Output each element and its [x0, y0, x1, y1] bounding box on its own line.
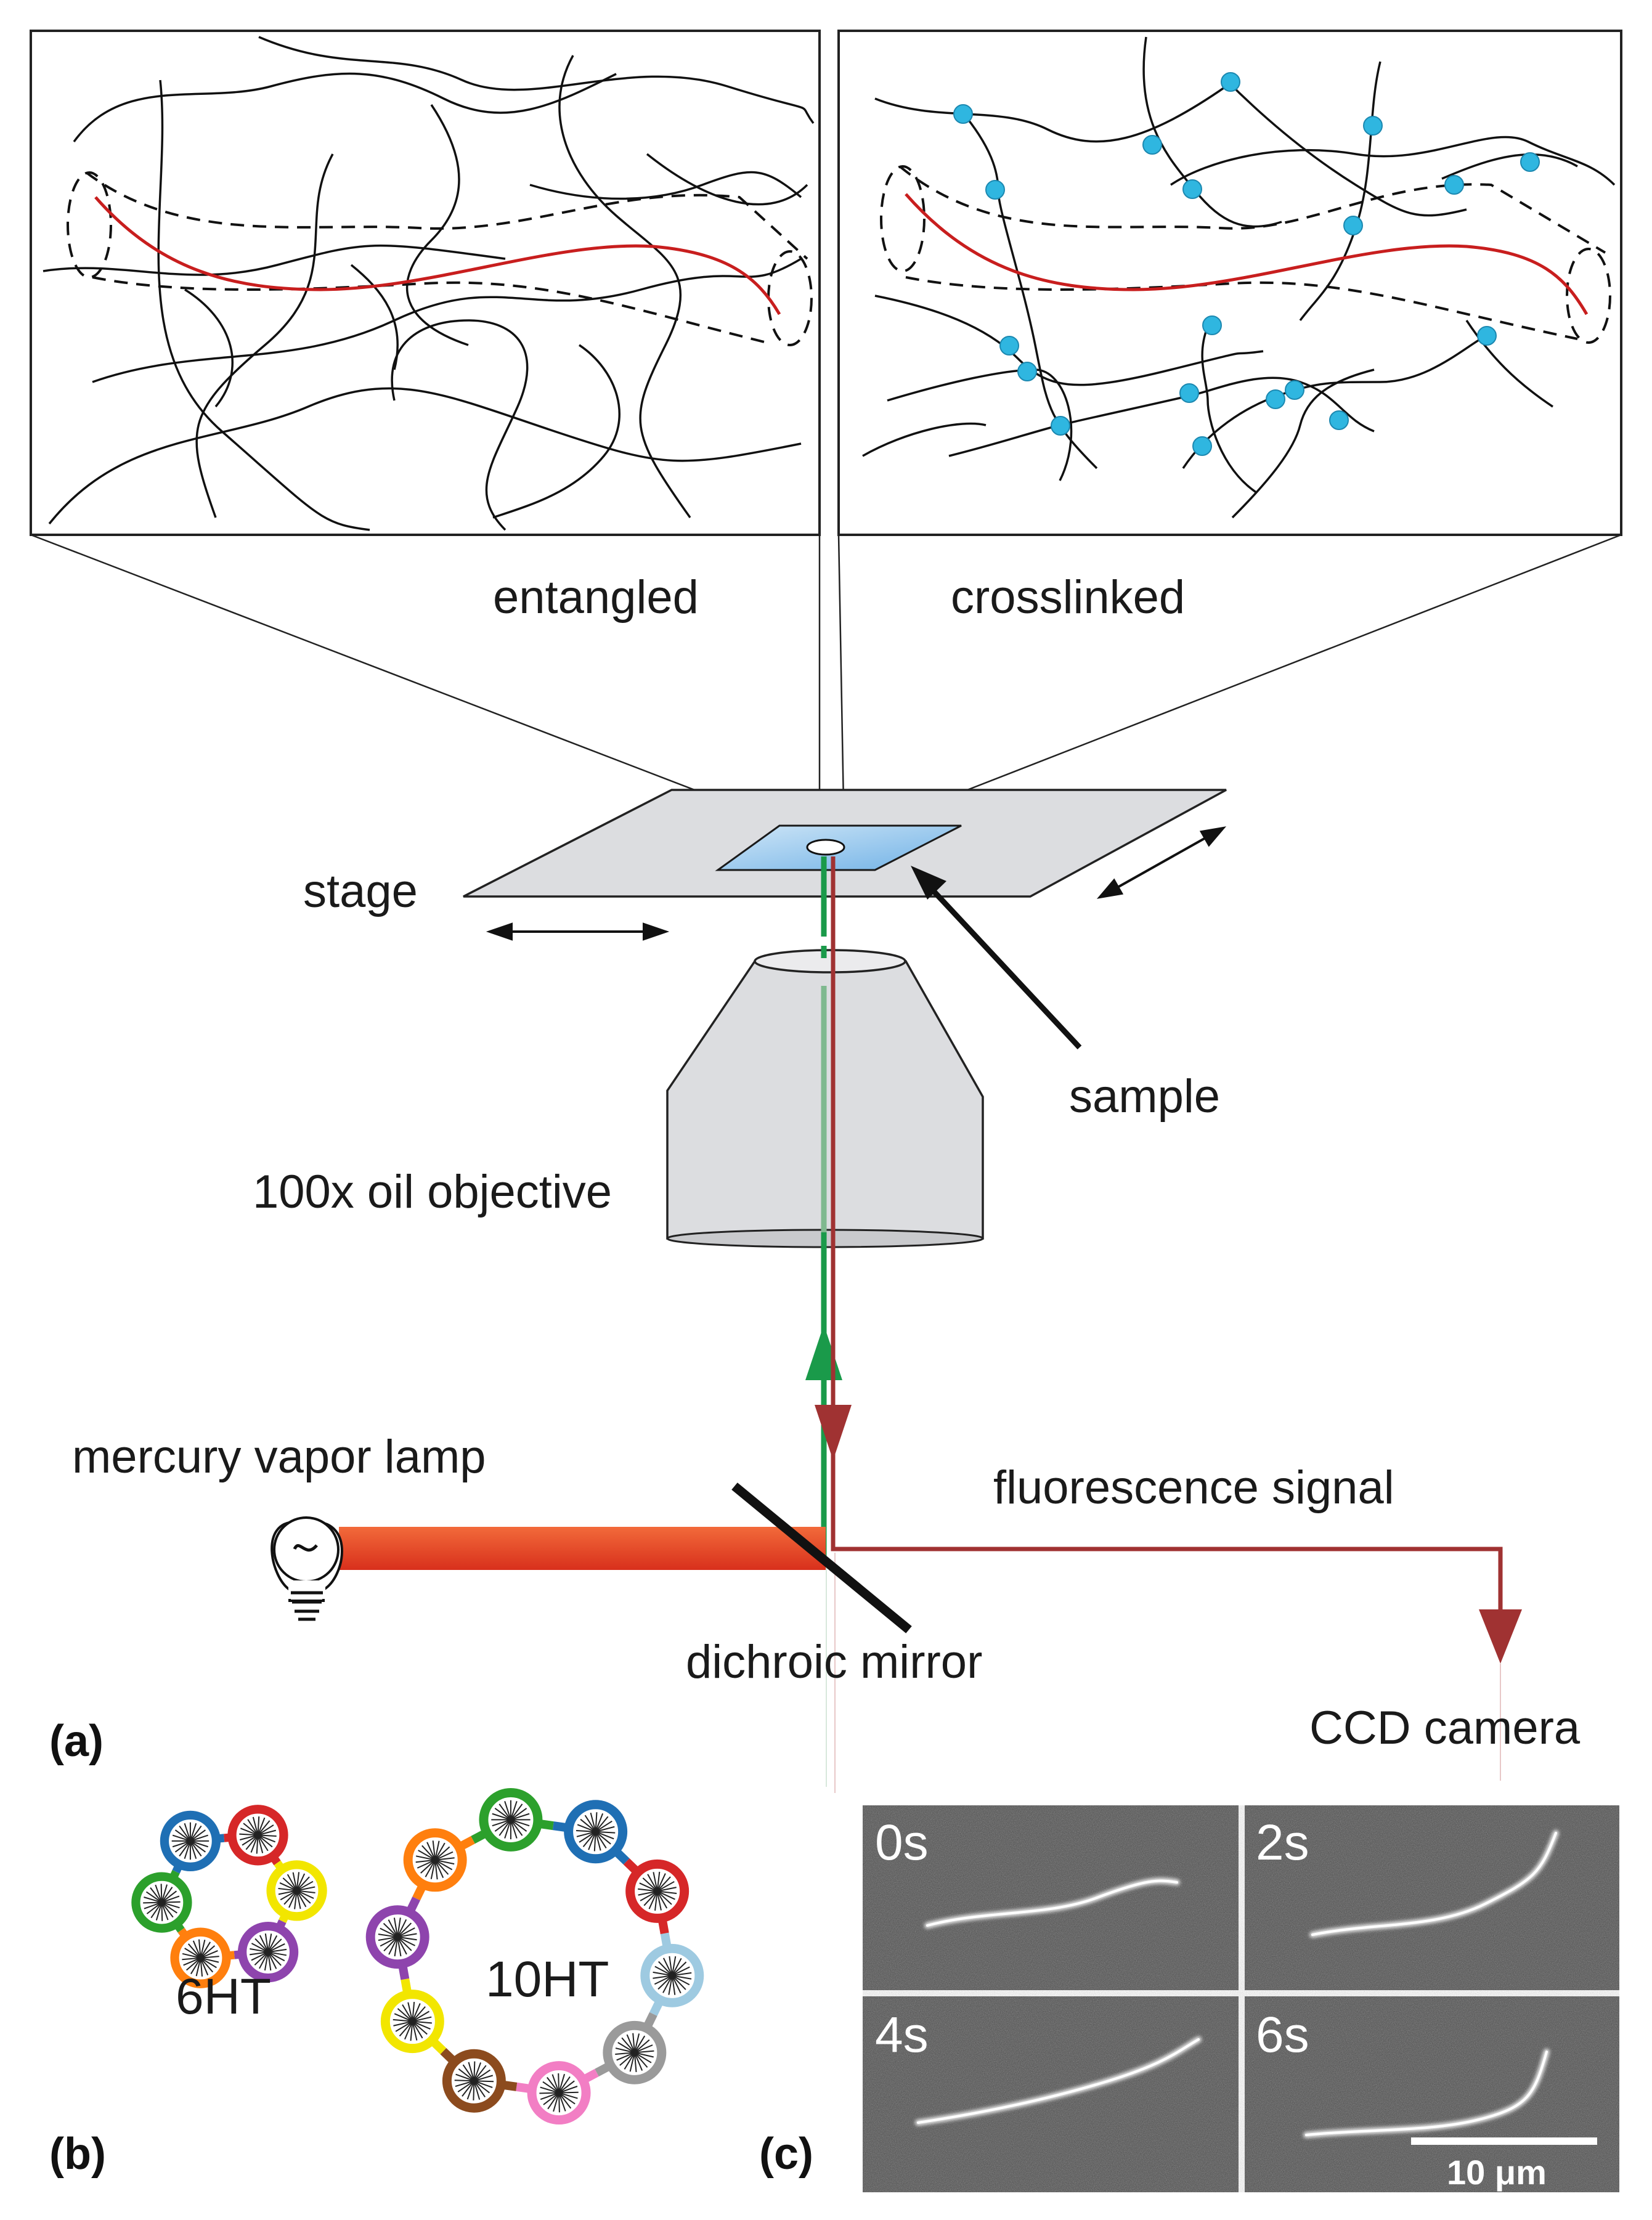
emission-beam	[815, 856, 1522, 1793]
ring-subunit	[527, 2061, 591, 2125]
ring-subunit	[403, 1828, 467, 1892]
lamp-label: mercury vapor lamp	[72, 1431, 486, 1483]
ring-subunit	[640, 1943, 704, 2007]
frame-time-label: 6s	[1256, 2007, 1309, 2063]
stage-depth-arrow	[1096, 826, 1227, 899]
entangled-network-panel	[30, 30, 821, 536]
ring-10ht	[365, 1787, 704, 2125]
sample-pointer-arrow	[911, 866, 1082, 1050]
ring-subunit	[227, 1805, 288, 1866]
ring-subunit	[266, 1860, 327, 1921]
mirror-label: dichroic mirror	[686, 1636, 982, 1688]
ring-6ht	[131, 1805, 327, 1988]
dichroic-mirror	[731, 1482, 912, 1633]
lamp-beam	[339, 1527, 826, 1570]
frame-time-label: 2s	[1256, 1815, 1309, 1871]
panel-b-label: (b)	[49, 2129, 106, 2179]
frame-time-label: 4s	[875, 2007, 929, 2063]
panel-a-label: (a)	[49, 1717, 104, 1766]
stage-label: stage	[303, 865, 418, 917]
probe-chain	[905, 193, 1589, 315]
fluorescence-label: fluorescence signal	[993, 1462, 1394, 1514]
ring-subunit	[442, 2049, 506, 2113]
frame-time-label: 0s	[875, 1815, 929, 1871]
camera-label: CCD camera	[1309, 1702, 1581, 1754]
ring-subunit	[131, 1872, 192, 1933]
ring-10ht-label: 10HT	[486, 1951, 609, 2007]
sample-label: sample	[1069, 1070, 1220, 1123]
mercury-lamp-icon	[271, 1516, 343, 1621]
ring-subunit	[160, 1810, 221, 1872]
ring-subunit	[603, 2020, 667, 2084]
stage-horizontal-arrow	[486, 922, 670, 941]
ring-subunit	[237, 1921, 299, 1983]
crosslinked-label: crosslinked	[951, 571, 1185, 624]
ring-subunit	[380, 1990, 444, 2054]
objective-label: 100x oil objective	[253, 1166, 612, 1218]
panel-c-label: (c)	[759, 2129, 813, 2179]
ring-subunit	[170, 1927, 231, 1988]
time-lapse-frames: 0s 2s 4s 6s 10 μm	[863, 1805, 1619, 2192]
crosslinked-network-panel	[837, 30, 1622, 536]
ring-subunit	[564, 1800, 628, 1864]
entangled-label: entangled	[493, 571, 699, 624]
zoom-lines	[30, 534, 1622, 839]
scale-bar-label: 10 μm	[1447, 2153, 1547, 2192]
microscope-stage	[463, 789, 1227, 898]
excitation-beam	[805, 856, 842, 1787]
probe-chain	[94, 196, 781, 315]
ring-6ht-label: 6HT	[176, 1969, 271, 2025]
ring-subunit	[479, 1787, 543, 1852]
ring-subunit	[625, 1859, 690, 1923]
ring-subunit	[365, 1905, 429, 1969]
